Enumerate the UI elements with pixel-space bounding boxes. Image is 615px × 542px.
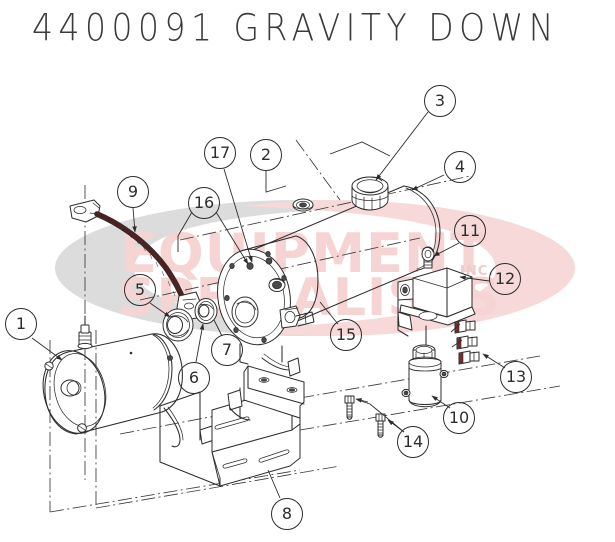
callout-label: 8 (281, 503, 293, 523)
callout-bubble-8[interactable]: 8 (271, 498, 303, 530)
callout-bubble-5[interactable]: 5 (124, 274, 156, 306)
callout-bubble-14[interactable]: 14 (397, 426, 429, 458)
part-hex-bolts (344, 395, 386, 438)
callout-label: 7 (221, 339, 233, 359)
part-washer (194, 298, 218, 324)
callout-label: 9 (127, 181, 139, 201)
part-solenoid-coil (401, 344, 449, 408)
callout-label: 14 (402, 431, 424, 451)
callout-label: 15 (335, 324, 357, 344)
part-valve-block (397, 246, 476, 353)
page-title: 4400091 GRAVITY DOWN (32, 6, 559, 50)
motor-terminal-stud (77, 315, 93, 350)
part-fill-cap (351, 176, 389, 211)
callout-label: 16 (193, 192, 215, 212)
part-motor (42, 315, 183, 435)
callout-label: 17 (209, 142, 231, 162)
callout-bubble-4[interactable]: 4 (444, 151, 476, 183)
callout-bubble-9[interactable]: 9 (117, 176, 149, 208)
callout-label: 6 (188, 367, 200, 387)
callout-bubble-6[interactable]: 6 (178, 362, 210, 394)
callout-bubble-2[interactable]: 2 (250, 139, 282, 171)
callout-bubble-17[interactable]: 17 (204, 137, 236, 169)
callout-label: 13 (505, 366, 527, 386)
part-hydraulic-fittings (450, 319, 480, 365)
callout-bubble-3[interactable]: 3 (424, 85, 456, 117)
callout-label: 2 (260, 144, 272, 164)
callout-bubble-7[interactable]: 7 (211, 334, 243, 366)
callout-label: 10 (448, 407, 470, 427)
callout-label: 3 (434, 90, 446, 110)
callout-label: 4 (454, 156, 466, 176)
part-mounting-bracket (159, 353, 305, 487)
callout-bubble-13[interactable]: 13 (500, 361, 532, 393)
part-eyelet-fitting (421, 246, 435, 269)
callout-bubble-1[interactable]: 1 (5, 308, 37, 340)
callout-label: 12 (494, 268, 516, 288)
part-spacer-large (162, 308, 194, 342)
callout-label: 1 (15, 313, 27, 333)
hex-bolt-upper (344, 395, 355, 420)
callout-label: 11 (459, 220, 481, 240)
hex-bolt-lower (375, 413, 386, 438)
callout-bubble-10[interactable]: 10 (443, 402, 475, 434)
part-pump-housing (217, 235, 319, 365)
callout-bubble-15[interactable]: 15 (330, 319, 362, 351)
callout-bubble-16[interactable]: 16 (188, 187, 220, 219)
callout-bubble-12[interactable]: 12 (489, 263, 521, 295)
part-ground-cable (69, 199, 202, 321)
callout-label: 5 (134, 279, 146, 299)
callout-bubble-11[interactable]: 11 (454, 215, 486, 247)
